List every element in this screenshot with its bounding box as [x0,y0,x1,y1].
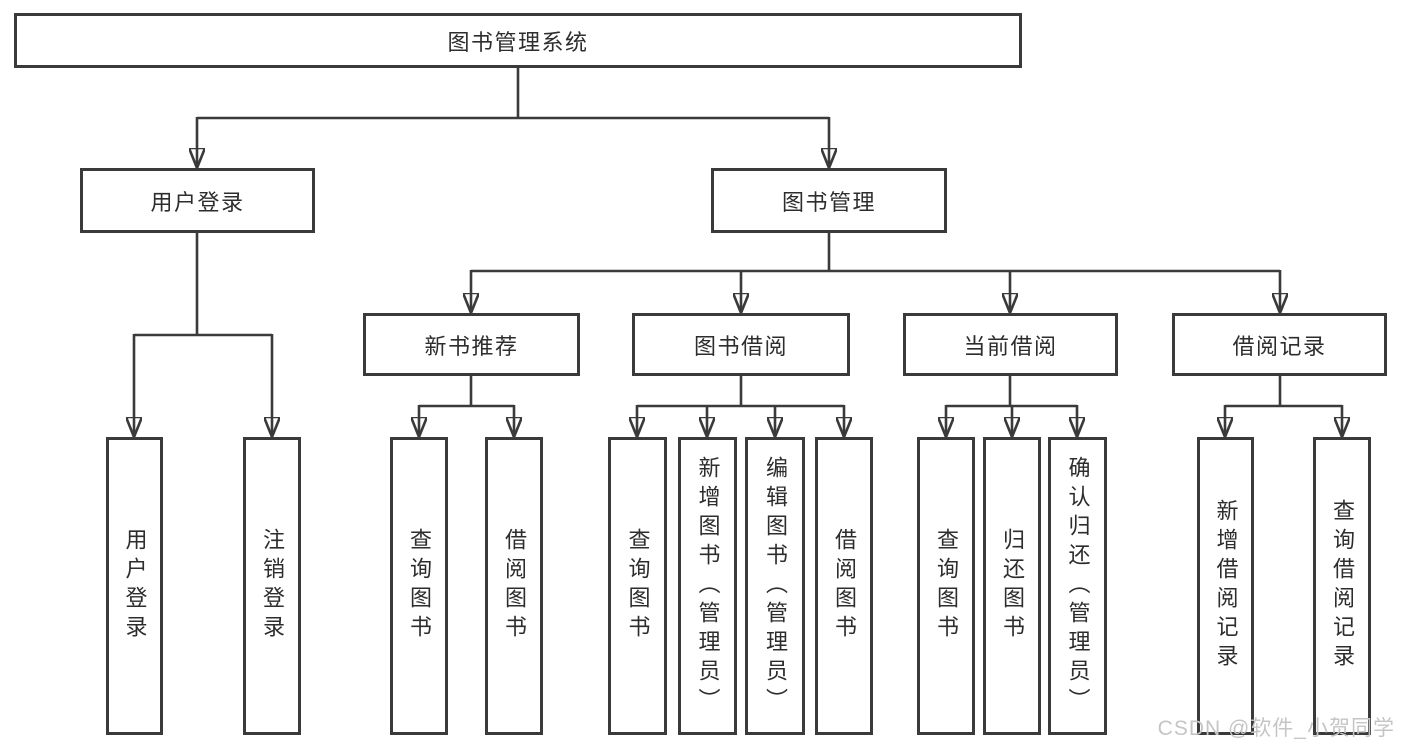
leaf-edit-book-admin: 编辑图书（管理员） [745,437,805,735]
leaf-borrow-book-label: 借阅图书 [832,528,857,644]
node-current-borrow: 当前借阅 [903,313,1118,376]
leaf-logout-label: 注销登录 [260,528,285,644]
leaf-logout: 注销登录 [243,437,301,735]
node-user-login-label: 用户登录 [150,189,245,215]
leaf-current-query-book-label: 查询图书 [934,528,959,644]
leaf-add-borrow-record: 新增借阅记录 [1197,437,1254,735]
node-root-label: 图书管理系统 [447,29,589,55]
node-new-book-recommend-label: 新书推荐 [424,333,519,359]
leaf-query-borrow-record-label: 查询借阅记录 [1330,499,1355,673]
csdn-watermark: CSDN @软件_小贺同学 [1157,717,1395,740]
leaf-edit-book-admin-label: 编辑图书（管理员） [763,455,788,717]
leaf-borrow-query-book-label: 查询图书 [625,528,651,644]
leaf-query-borrow-record: 查询借阅记录 [1313,437,1371,735]
node-new-book-recommend: 新书推荐 [363,313,580,376]
leaf-add-book-admin-label: 新增图书（管理员） [695,455,721,717]
node-current-borrow-label: 当前借阅 [963,333,1058,359]
leaf-confirm-return-admin-label: 确认归还（管理员） [1065,455,1091,717]
leaf-rec-query-book-label: 查询图书 [407,528,432,644]
leaf-add-book-admin: 新增图书（管理员） [678,437,737,735]
leaf-rec-borrow-book-label: 借阅图书 [502,528,527,644]
leaf-borrow-book: 借阅图书 [815,437,873,735]
node-book-management: 图书管理 [711,168,947,233]
leaf-user-login-label: 用户登录 [122,528,148,644]
leaf-rec-query-book: 查询图书 [390,437,448,735]
node-borrow-record: 借阅记录 [1172,313,1387,376]
leaf-rec-borrow-book: 借阅图书 [485,437,543,735]
node-borrow-record-label: 借阅记录 [1232,333,1327,359]
node-book-borrow-label: 图书借阅 [693,333,788,359]
leaf-borrow-query-book: 查询图书 [608,437,667,735]
node-root: 图书管理系统 [14,13,1022,68]
leaf-return-book-label: 归还图书 [1000,528,1025,644]
leaf-user-login: 用户登录 [106,437,163,735]
leaf-confirm-return-admin: 确认归还（管理员） [1048,437,1107,735]
leaf-current-query-book: 查询图书 [917,437,975,735]
node-book-management-label: 图书管理 [781,189,876,215]
leaf-add-borrow-record-label: 新增借阅记录 [1213,499,1239,673]
node-book-borrow: 图书借阅 [632,313,850,376]
node-user-login: 用户登录 [80,168,315,233]
leaf-return-book: 归还图书 [983,437,1041,735]
